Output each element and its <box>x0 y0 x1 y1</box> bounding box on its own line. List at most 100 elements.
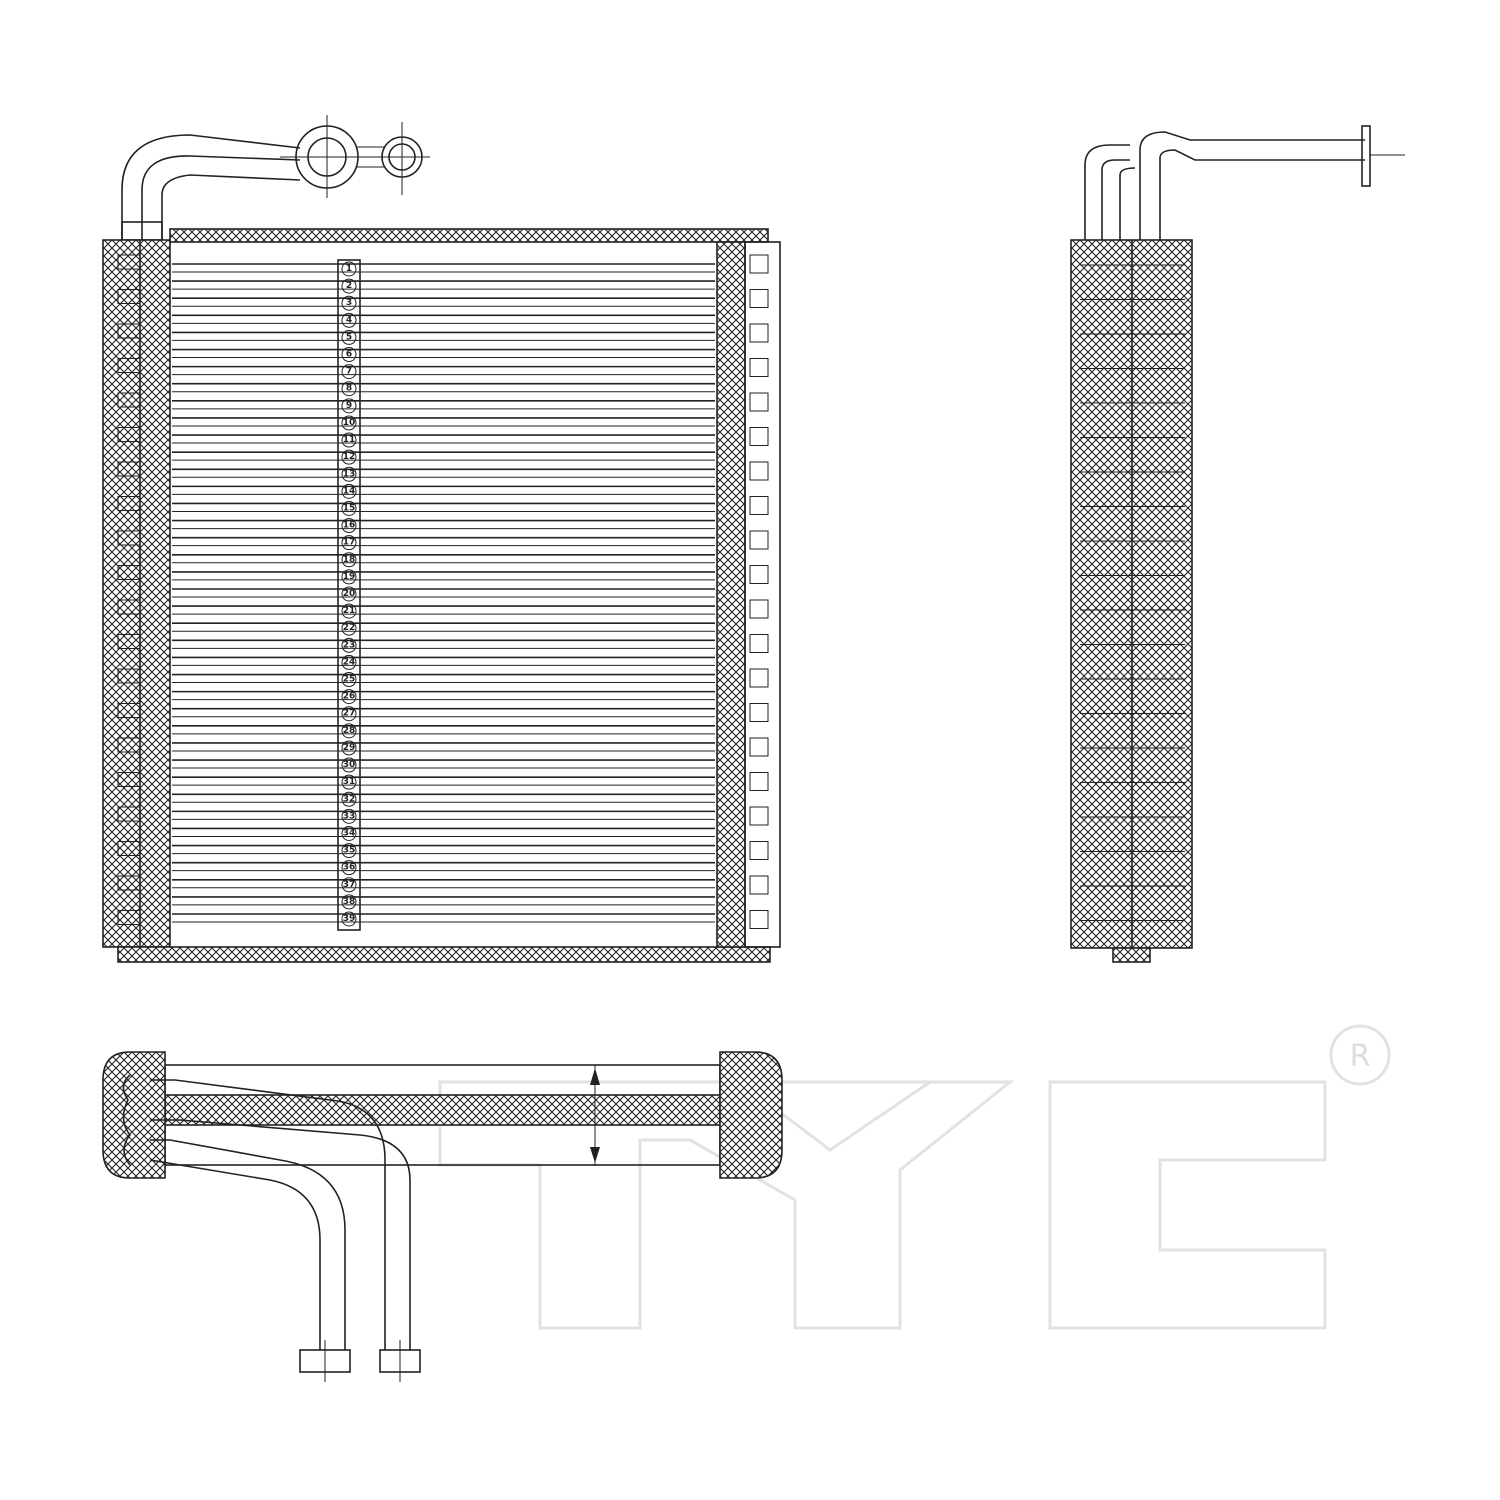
tube-number-marker <box>341 415 357 431</box>
side-plate-slot <box>749 496 769 515</box>
tube-number: 4 <box>346 315 352 325</box>
tube-number: 17 <box>343 538 356 548</box>
tube-number: 19 <box>343 572 356 582</box>
header-slot <box>117 392 141 408</box>
tube-number-marker <box>341 877 357 893</box>
header-slot <box>117 806 141 822</box>
tube-number: 3 <box>346 298 352 308</box>
header-slot <box>117 875 141 891</box>
side-plate-slot <box>749 634 769 653</box>
tube-number-marker <box>341 706 357 722</box>
tube-number: 11 <box>343 435 356 445</box>
side-plate-slot <box>749 875 769 895</box>
tube-number: 21 <box>343 606 356 616</box>
side-plate-slot <box>749 565 769 584</box>
tube-number-marker <box>341 483 357 499</box>
tube-number: 8 <box>346 384 352 394</box>
tube-number: 20 <box>343 589 356 599</box>
tube-number-marker <box>341 689 357 705</box>
tube-number-marker <box>341 518 357 534</box>
header-slot <box>117 565 141 580</box>
tube-number: 29 <box>343 743 356 753</box>
tube-number: 14 <box>343 486 356 496</box>
side-plate-slot <box>749 772 769 791</box>
header-slot <box>117 772 141 787</box>
tube-number-marker <box>341 535 357 551</box>
tube-number-marker <box>341 757 357 773</box>
side-plate-slot <box>749 806 769 826</box>
side-view <box>1070 125 1405 963</box>
tube-number-marker <box>341 740 357 756</box>
tube-number: 32 <box>343 794 356 804</box>
tube-number-column <box>337 259 361 931</box>
tube-number-marker <box>341 860 357 876</box>
header-slot <box>117 427 141 442</box>
side-plate-slot <box>749 668 769 688</box>
tube-number-marker <box>341 432 357 448</box>
tube-number: 33 <box>343 811 356 821</box>
tube-number-marker <box>341 654 357 670</box>
tube-number: 36 <box>343 863 356 873</box>
registered-mark-icon <box>1329 1024 1391 1086</box>
header-slot <box>117 530 141 546</box>
tube-number: 1 <box>346 264 352 274</box>
side-plate-slot <box>749 289 769 308</box>
tube-number: 38 <box>343 897 356 907</box>
tube-number-marker <box>341 911 357 927</box>
tube-number-marker <box>341 278 357 294</box>
tube-number-marker <box>341 295 357 311</box>
tube-number: 22 <box>343 623 356 633</box>
side-plate-slot <box>749 703 769 722</box>
svg-text:R: R <box>1350 1039 1371 1074</box>
tube-number-marker <box>341 774 357 790</box>
front-view: 1234567891011121314151617181920212223242… <box>102 115 781 963</box>
tube-number-marker <box>341 364 357 380</box>
tube-number: 2 <box>346 281 352 291</box>
tube-number-marker <box>341 637 357 653</box>
side-plate-slot <box>749 530 769 550</box>
tube-number-marker <box>341 808 357 824</box>
tube-number-marker <box>341 723 357 739</box>
tube-number-marker <box>341 381 357 397</box>
side-plate-slot <box>749 358 769 377</box>
tube-number: 34 <box>343 828 356 838</box>
tube-number-marker <box>341 603 357 619</box>
header-slot <box>117 461 141 477</box>
tube-number-marker <box>341 466 357 482</box>
header-slot <box>117 323 141 339</box>
header-slot <box>117 737 141 753</box>
tube-number-marker <box>341 569 357 585</box>
side-plate-slot <box>749 392 769 412</box>
tube-number-marker <box>341 620 357 636</box>
tube-number: 16 <box>343 521 356 531</box>
tube-number: 39 <box>343 914 356 924</box>
tube-number: 37 <box>343 880 356 890</box>
tube-number: 26 <box>343 692 356 702</box>
header-slot <box>117 496 141 511</box>
tube-number: 28 <box>343 726 356 736</box>
header-slot <box>117 254 141 270</box>
tube-number: 9 <box>346 401 352 411</box>
tube-number-marker <box>341 347 357 363</box>
tube-number-marker <box>341 825 357 841</box>
side-plate-slot <box>749 737 769 757</box>
tube-number: 31 <box>343 777 356 787</box>
tube-number-marker <box>341 552 357 568</box>
tube-number: 23 <box>343 640 356 650</box>
tube-number-marker <box>341 843 357 859</box>
tube-number: 35 <box>343 846 356 856</box>
tube-number: 24 <box>343 657 356 667</box>
side-plate-slot <box>749 841 769 860</box>
side-plate-slot <box>749 910 769 929</box>
header-slot <box>117 910 141 925</box>
tube-number-marker <box>341 398 357 414</box>
tube-number-marker <box>341 500 357 516</box>
tube-number: 15 <box>343 503 356 513</box>
side-plate-slot <box>749 599 769 619</box>
header-slot <box>117 599 141 615</box>
tube-number-marker <box>341 329 357 345</box>
tube-number: 7 <box>346 367 352 377</box>
tube-number-marker <box>341 586 357 602</box>
